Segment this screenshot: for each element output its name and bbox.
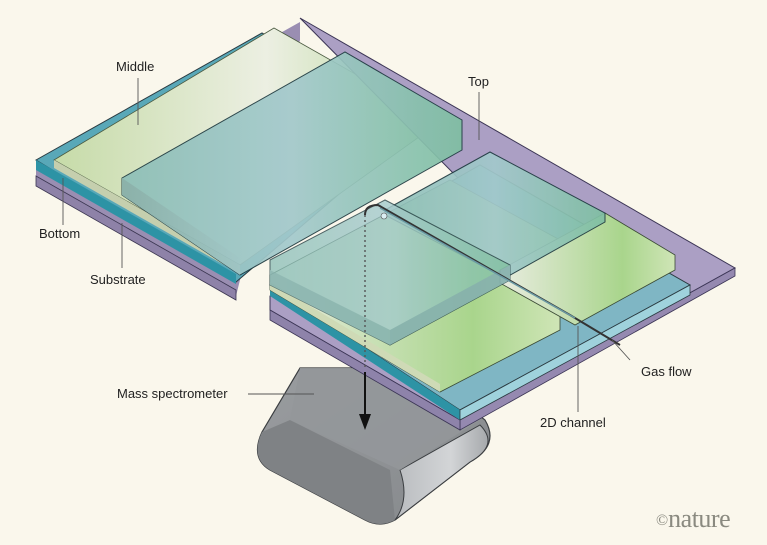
label-2d-channel: 2D channel — [540, 415, 606, 430]
label-bottom: Bottom — [39, 226, 81, 241]
leader-lines — [62, 78, 631, 412]
label-substrate: Substrate — [90, 272, 146, 287]
copyright-symbol: © — [656, 512, 669, 529]
label-mass-spectrometer: Mass spectrometer — [117, 386, 228, 401]
top-layers — [121, 51, 606, 346]
nature-logo: ©nature — [656, 504, 731, 534]
label-middle: Middle — [116, 59, 155, 74]
logo-wordmark: nature — [668, 504, 731, 533]
flow-arrow-icon — [359, 372, 371, 430]
label-gas-flow: Gas flow — [641, 364, 692, 379]
label-top: Top — [468, 74, 489, 89]
gas-channel — [364, 203, 621, 370]
